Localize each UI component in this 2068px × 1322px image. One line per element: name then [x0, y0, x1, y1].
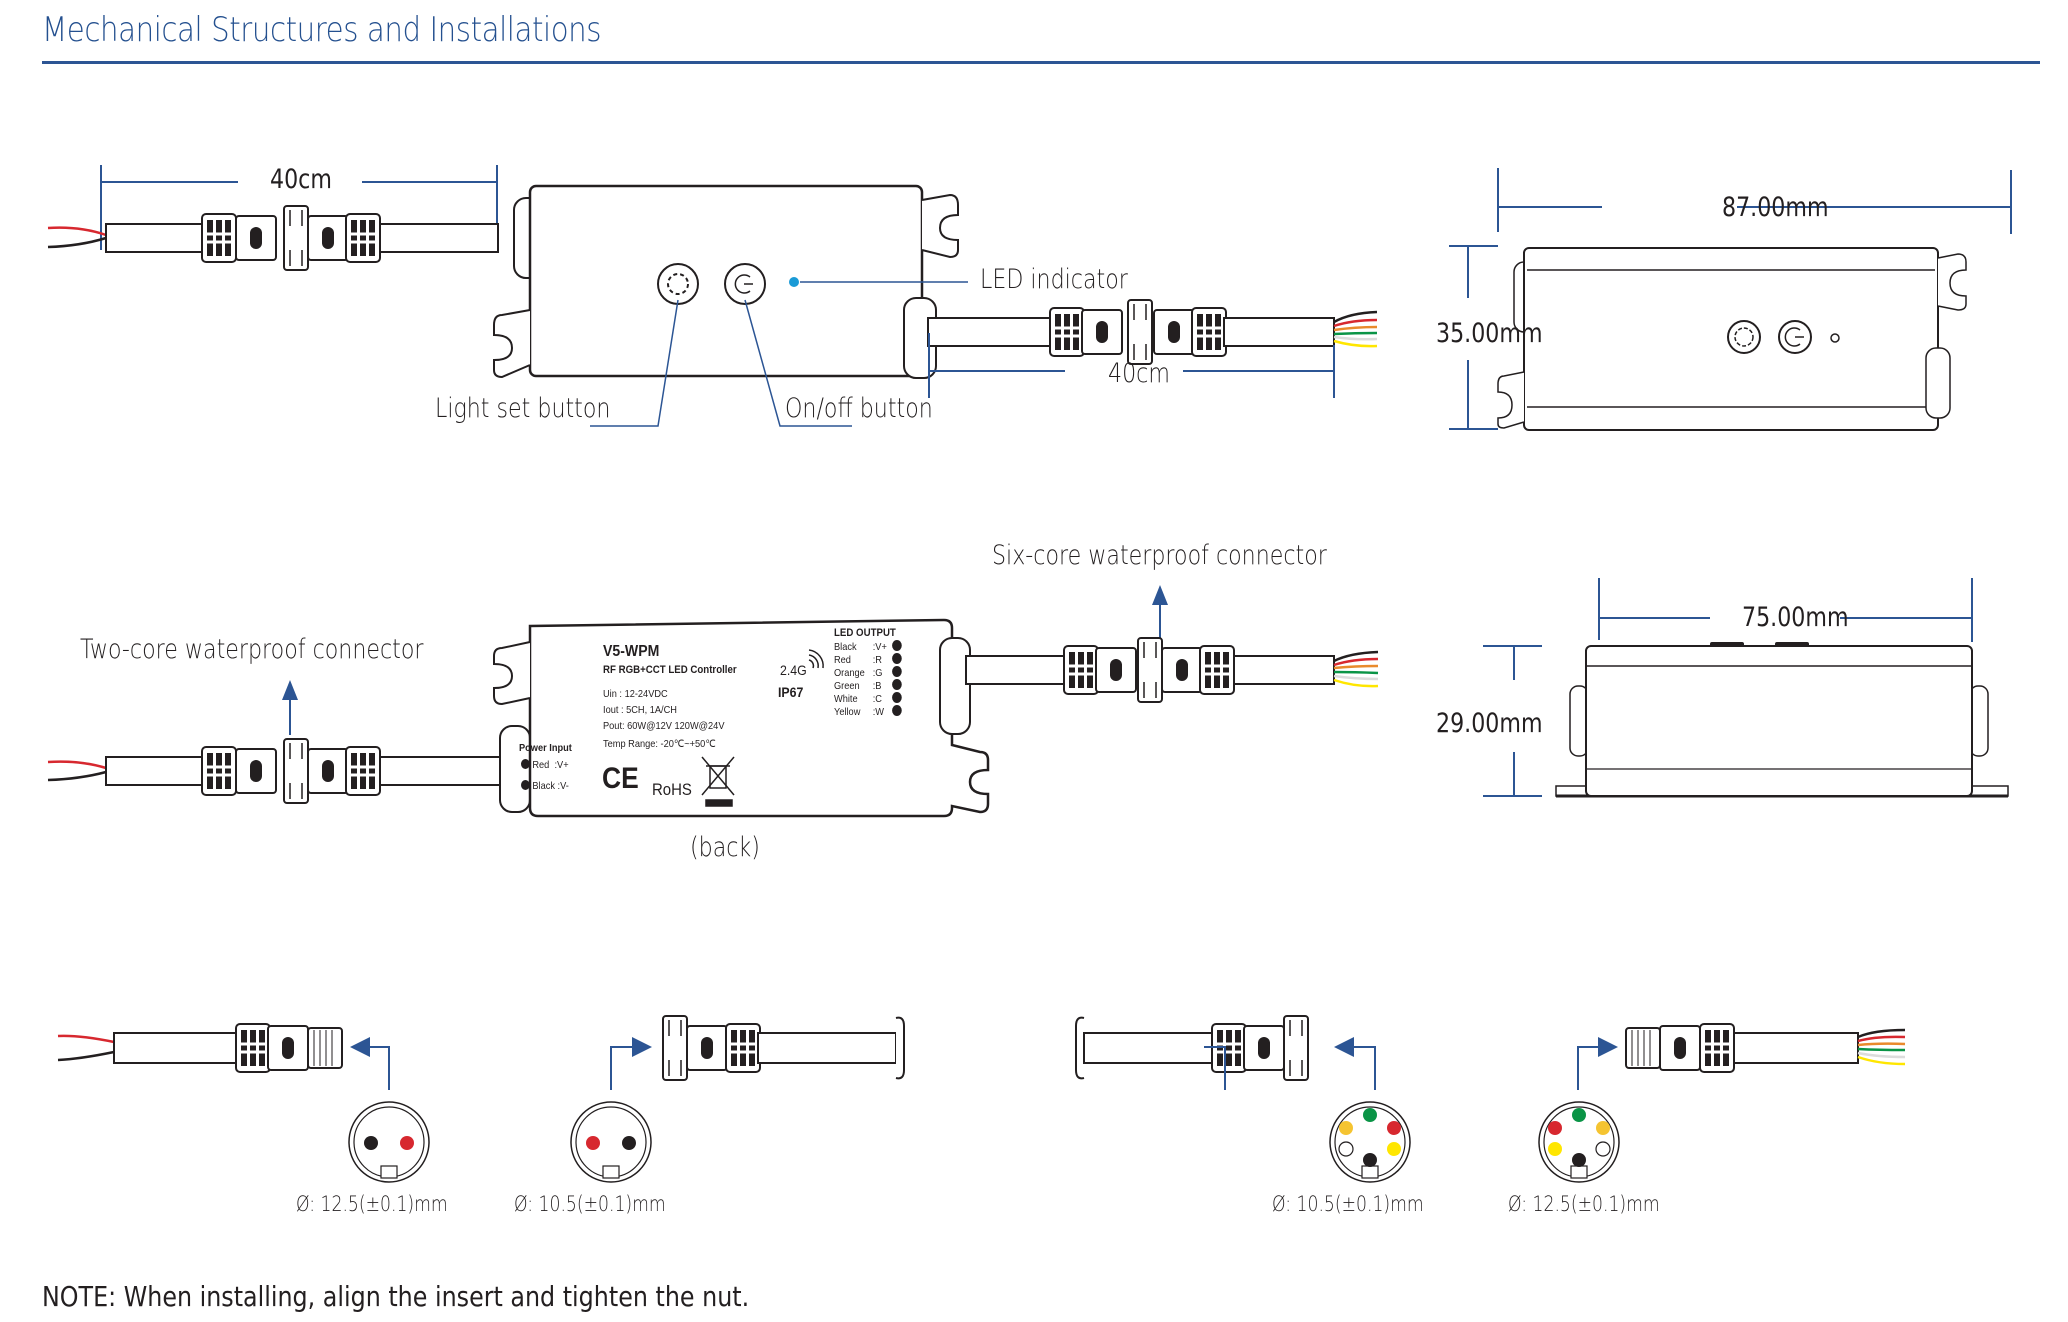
- height-dimension-top: 35.00mm: [1436, 318, 1543, 349]
- model-name: V5-WPM: [603, 643, 660, 660]
- connector-six-core-female: [1075, 1015, 1411, 1183]
- pin-diagram: [1329, 1101, 1411, 1183]
- back-caption: (back): [690, 832, 760, 863]
- top-front-view: [47, 165, 1378, 427]
- page-title: Mechanical Structures and Installations: [42, 10, 602, 50]
- installation-note: NOTE: When installing, align the insert …: [42, 1280, 750, 1313]
- six-wire-bundle: [1857, 1028, 1906, 1066]
- connector-diameter: Ø: 10.5(±0.1)mm: [1272, 1192, 1424, 1216]
- connector-row: [57, 1015, 1906, 1183]
- pin-diagram: [570, 1101, 652, 1183]
- led-output-pin: Yellow:W: [834, 705, 902, 718]
- six-wire-bundle: [1333, 650, 1379, 688]
- device-back-label: [528, 618, 990, 818]
- connector-two-core-male: [57, 1022, 430, 1183]
- spec-uin: Uin : 12-24VDC: [603, 688, 668, 700]
- width-dimension-side: 75.00mm: [1742, 602, 1849, 633]
- rohs-mark: RoHS: [652, 780, 692, 799]
- arrow-up-icon: [282, 680, 298, 700]
- frequency-label: 2.4G: [780, 662, 807, 678]
- arrow-left-icon: [350, 1037, 370, 1057]
- power-input-pin: Black :V-: [521, 780, 569, 792]
- led-output-pin: White:C: [834, 692, 902, 705]
- connector-six-core-male: [1538, 1022, 1906, 1183]
- black-wire: [47, 236, 107, 249]
- six-core-connector-label: Six-core waterproof connector: [992, 540, 1327, 571]
- pin-dot: [892, 640, 902, 651]
- led-output-pin: Black:V+: [834, 640, 902, 653]
- red-wire: [47, 226, 107, 237]
- spec-iout: Iout : 5CH, 1A/CH: [603, 704, 677, 716]
- pin-diagram: [348, 1101, 430, 1183]
- weee-bin-icon: [701, 756, 735, 807]
- connector-diameter: Ø: 12.5(±0.1)mm: [296, 1192, 448, 1216]
- led-output-pin: Green:B: [834, 679, 902, 692]
- connector-diameter: Ø: 12.5(±0.1)mm: [1508, 1192, 1660, 1216]
- led-indicator-icon: [1830, 333, 1840, 343]
- power-button-icon: [1778, 320, 1812, 354]
- six-wire-bundle: [1333, 310, 1378, 348]
- side-dimension-view: [1483, 578, 2009, 798]
- light-set-button-icon: [657, 263, 699, 305]
- connector-two-core-female: [570, 1015, 905, 1183]
- cable-length-right: 40cm: [1108, 358, 1170, 389]
- light-set-button-label: Light set button: [435, 393, 611, 424]
- led-output-pin: Red:R: [834, 653, 902, 666]
- light-set-button-icon: [1727, 320, 1761, 354]
- light-set-leader: [590, 299, 679, 427]
- title-rule: [42, 61, 2040, 64]
- back-view: [47, 585, 1379, 818]
- power-input-title: Power Input: [519, 742, 572, 754]
- two-core-connector-label: Two-core waterproof connector: [80, 634, 424, 665]
- product-name: RF RGB+CCT LED Controller: [603, 664, 737, 676]
- led-output-pins: Black:V+ Red:R Orange:G Green:B White:C …: [834, 640, 911, 718]
- power-input-pin: Red :V+: [521, 759, 569, 771]
- top-dimension-view: [1449, 168, 2012, 431]
- pin-dot: [892, 653, 902, 664]
- height-dimension-side: 29.00mm: [1436, 708, 1543, 739]
- connector-diameter: Ø: 10.5(±0.1)mm: [514, 1192, 666, 1216]
- led-output-pin: Orange:G: [834, 666, 902, 679]
- width-dimension-top: 87.00mm: [1722, 192, 1829, 223]
- led-indicator-label: LED indicator: [980, 264, 1128, 295]
- spec-temp: Temp Range: -20℃~+50℃: [603, 738, 716, 750]
- wireless-icon: [808, 649, 824, 669]
- cable-length-left: 40cm: [270, 164, 332, 195]
- pin-dot: [521, 759, 530, 769]
- on-off-button-label: On/off button: [785, 393, 933, 424]
- pin-dot: [892, 692, 902, 703]
- led-indicator-icon: [789, 277, 799, 287]
- arrow-up-icon: [1152, 585, 1168, 605]
- pin-dot: [892, 705, 902, 716]
- pin-dot: [892, 679, 902, 690]
- pin-diagram: [1538, 1101, 1620, 1183]
- on-off-leader: [744, 299, 852, 427]
- cable: [105, 223, 207, 253]
- pin-dot: [892, 666, 902, 677]
- arrow-right-icon: [632, 1037, 652, 1057]
- ip-rating: IP67: [778, 684, 804, 700]
- ce-mark: CE: [602, 762, 639, 795]
- power-button-icon: [724, 263, 766, 305]
- arrow-left-icon: [1334, 1037, 1354, 1057]
- arrow-right-icon: [1598, 1037, 1618, 1057]
- spec-pout: Pout: 60W@12V 120W@24V: [603, 720, 725, 732]
- led-output-title: LED OUTPUT: [834, 627, 896, 639]
- pin-dot: [521, 780, 530, 790]
